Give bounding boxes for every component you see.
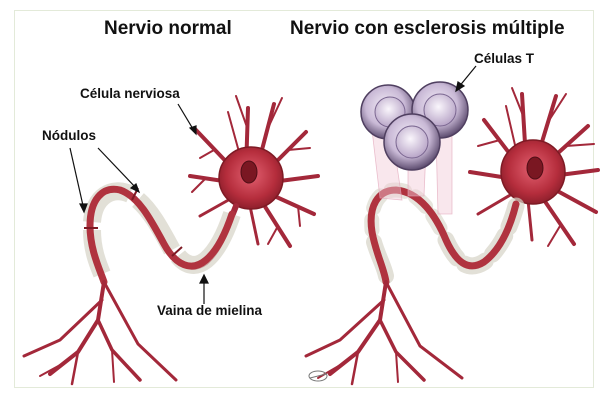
title-normal-nerve: Nervio normal	[104, 18, 232, 40]
artist-signature	[309, 371, 327, 381]
label-myelin-sheath: Vaina de mielina	[157, 303, 262, 318]
title-ms-nerve: Nervio con esclerosis múltiple	[290, 18, 565, 40]
t-cell-icon	[384, 114, 440, 170]
axon-terminals-right	[306, 282, 462, 384]
label-nerve-cell: Célula nerviosa	[80, 86, 180, 101]
myelin-segments-left	[92, 191, 232, 274]
label-t-cells: Células T	[474, 51, 534, 66]
label-nodes: Nódulos	[42, 128, 96, 143]
axon-terminals-left	[24, 282, 176, 384]
leader-line-tcells	[456, 66, 476, 91]
